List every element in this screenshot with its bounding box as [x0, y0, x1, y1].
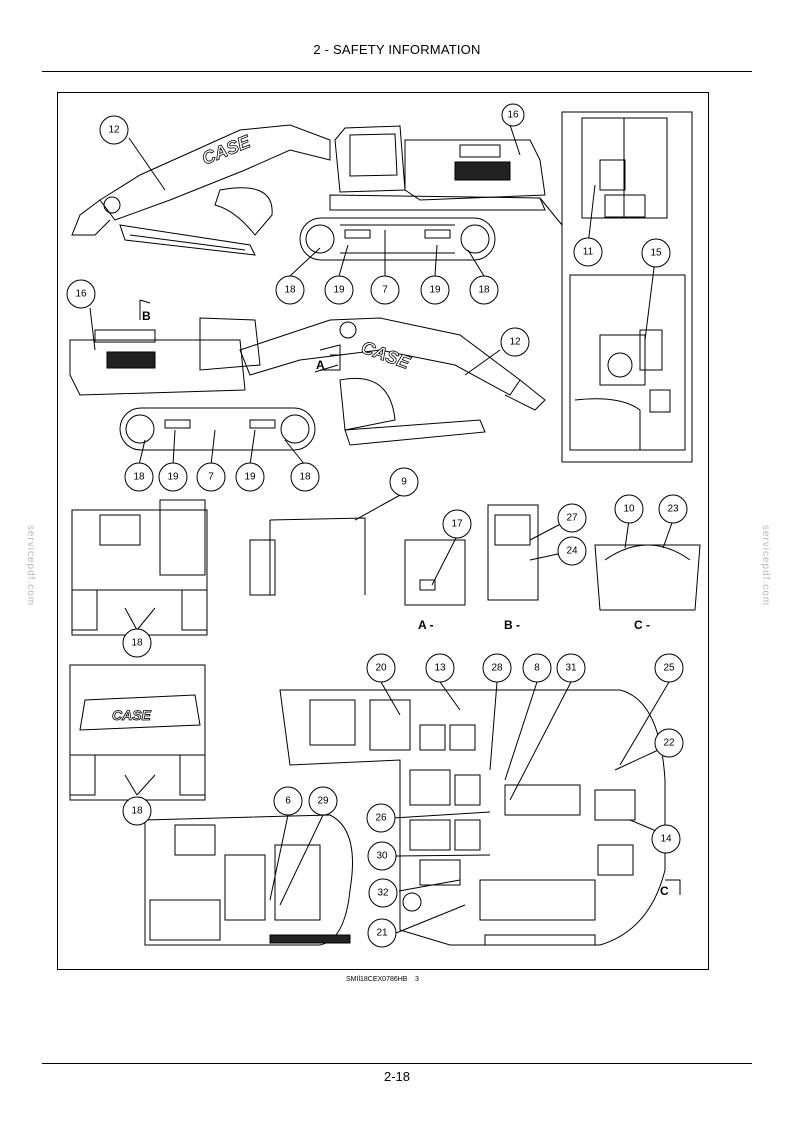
- view-sketches: CASE: [69, 493, 701, 801]
- page-number: 2-18: [383, 1069, 411, 1084]
- view-marker-arrows: [139, 299, 681, 895]
- callout-23: 23: [667, 504, 679, 515]
- callout-11: 11: [583, 247, 594, 258]
- callout-16-top: 16: [507, 110, 519, 121]
- callout-7-top: 7: [382, 285, 388, 296]
- callout-18-front: 18: [131, 638, 143, 649]
- callout-18-top-left: 18: [284, 285, 296, 296]
- view-marker-b: B: [142, 309, 151, 323]
- top-plan-views: [144, 681, 670, 946]
- callout-14: 14: [660, 834, 672, 845]
- callout-20: 20: [375, 663, 387, 674]
- view-label-b: B -: [504, 618, 520, 632]
- page-header-title: 2 - SAFETY INFORMATION: [313, 42, 481, 57]
- callout-8: 8: [534, 663, 540, 674]
- callout-17: 17: [451, 519, 463, 530]
- callout-32: 32: [377, 888, 389, 899]
- callout-7-mid: 7: [208, 472, 214, 483]
- excavator-side-view-right: CASE: [71, 124, 546, 277]
- callout-22: 22: [663, 738, 675, 749]
- callout-18-mid-right: 18: [299, 472, 311, 483]
- callout-circles: [66, 103, 688, 948]
- callout-24: 24: [566, 546, 578, 557]
- excavator-side-view-left: CASE: [69, 307, 546, 466]
- case-logo-boom-1: CASE: [199, 131, 254, 169]
- cab-detail-inset: [539, 111, 693, 463]
- view-label-a: A -: [418, 618, 434, 632]
- figure-frame: [57, 92, 709, 970]
- callout-19-top-right: 19: [429, 285, 441, 296]
- callout-12-top: 12: [108, 125, 120, 136]
- case-logo-rear: CASE: [112, 707, 152, 723]
- callout-28: 28: [491, 663, 503, 674]
- view-label-c: C -: [634, 618, 650, 632]
- callout-18-mid-left: 18: [133, 472, 145, 483]
- callout-27: 27: [566, 513, 578, 524]
- callout-19-top-left: 19: [333, 285, 345, 296]
- callout-16-mid: 16: [75, 289, 87, 300]
- callout-10: 10: [623, 504, 635, 515]
- callout-12-mid: 12: [509, 337, 521, 348]
- callout-6: 6: [285, 796, 291, 807]
- callout-25: 25: [663, 663, 675, 674]
- callout-19-mid-right: 19: [244, 472, 256, 483]
- callout-29: 29: [317, 796, 329, 807]
- callout-26: 26: [375, 813, 387, 824]
- callout-9: 9: [401, 477, 407, 488]
- footer-rule: [42, 1063, 752, 1064]
- header-rule: [42, 71, 752, 72]
- callout-18-top-right: 18: [478, 285, 490, 296]
- callout-30: 30: [376, 851, 388, 862]
- case-logo-boom-2: CASE: [359, 337, 414, 373]
- callout-31: 31: [565, 663, 577, 674]
- figure-code: SMIl18CEX0786HB: [346, 976, 408, 983]
- callout-13: 13: [434, 663, 446, 674]
- callout-15: 15: [650, 248, 662, 259]
- callout-21: 21: [376, 928, 388, 939]
- callout-18-rear: 18: [131, 806, 143, 817]
- figure-number: 3: [415, 976, 419, 983]
- view-marker-a: A: [316, 358, 325, 372]
- callout-19-mid-left: 19: [167, 472, 179, 483]
- view-marker-c: C: [660, 884, 669, 898]
